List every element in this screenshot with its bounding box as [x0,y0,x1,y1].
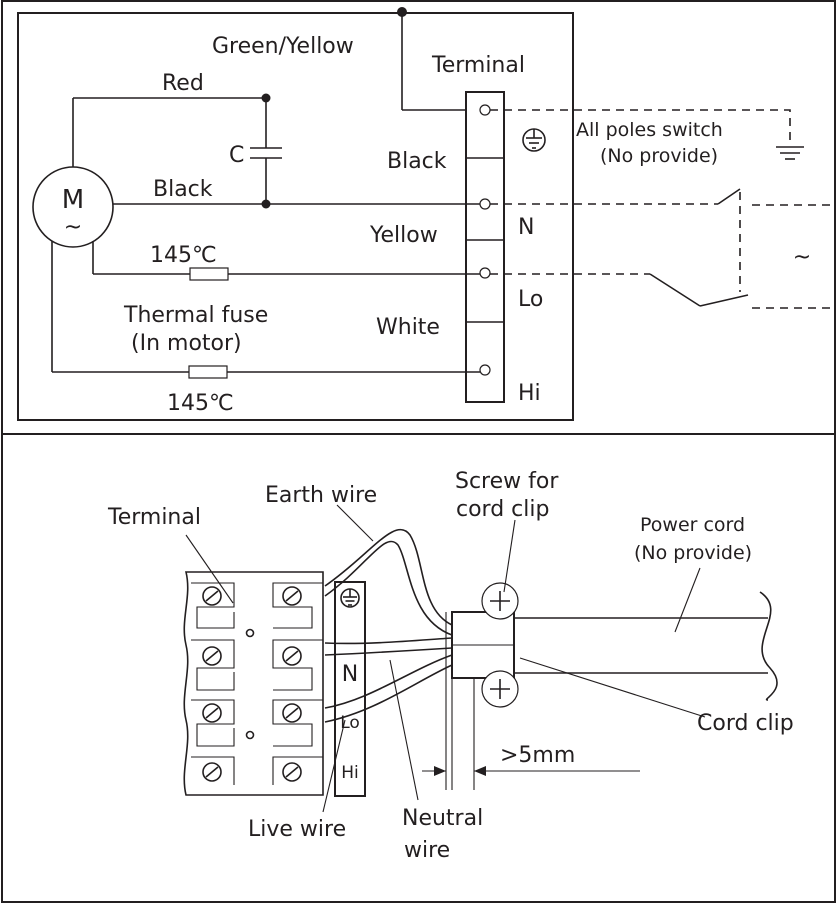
power-cord [514,591,778,701]
green-yellow-label: Green/Yellow [212,34,354,59]
earth-junction-dot [397,7,407,17]
terminal-hi-label: Hi [518,381,541,406]
terminal-screw-hi [479,364,491,376]
assembly-section: N Lo Hi [107,469,794,863]
terminal-screw-lo [479,267,491,279]
neutral-wire-sublabel: wire [404,838,450,863]
schematic-section: M ~ Green/Yellow Terminal N Lo Hi [17,7,835,421]
terminal-lo-label: Lo [518,287,543,312]
strip-earth-icon [340,588,360,608]
assembly-wires [324,528,453,723]
red-wire-label: Red [162,71,204,96]
fuse-temp-lower: 145℃ [167,391,234,416]
fuse-temp-upper: 145℃ [150,243,217,268]
screw-cord-clip-label: Screw for [455,469,559,494]
white-wire-label: White [376,315,440,340]
all-poles-switch-label: All poles switch [576,119,723,141]
terminal-screw-earth [479,104,491,116]
terminal-screw-n [479,198,491,210]
terminal-label: Terminal [431,53,525,78]
thermal-fuse-label: Thermal fuse [123,303,268,328]
terminal-pockets [191,582,323,785]
capacitor-junction-top [261,93,271,103]
strip-n-label: N [342,662,358,687]
strip-lo-label: Lo [340,713,360,733]
all-poles-switch-sublabel: (No provide) [600,145,718,167]
power-cord-label: Power cord [640,514,745,536]
black-motor-label: Black [153,177,213,202]
thermal-fuse-lower [188,365,228,379]
clip-screw-bottom-icon [481,670,519,708]
capacitor-label: C [229,143,244,168]
terminal-body-outline [183,571,324,796]
assembly-terminal-label: Terminal [107,505,201,530]
yellow-wire-label: Yellow [369,223,438,248]
neutral-wire-label: Neutral [402,806,483,831]
live-wire-label: Live wire [248,817,346,842]
thermal-fuse-upper [189,267,229,281]
cord-clip-label: Cord clip [697,711,794,736]
terminal-label-strip [334,581,366,797]
earth-symbol-icon [522,128,546,152]
screw-cord-clip-sublabel: cord clip [456,497,549,522]
all-poles-switch-symbol [649,188,749,307]
terminal-n-label: N [518,215,534,240]
clip-screw-top-icon [481,582,519,620]
strip-hi-label: Hi [341,763,359,783]
power-cord-sublabel: (No provide) [634,542,752,564]
thermal-fuse-sublabel: (In motor) [131,331,242,356]
black-terminal-label: Black [387,149,447,174]
terminal-block [465,91,505,403]
distance-dimension [422,612,640,790]
ground-symbol-icon [776,146,804,160]
schematic-frame [17,12,574,421]
distance-label: >5mm [500,743,575,768]
terminal-screws [202,586,302,782]
ac-supply-symbol: ~ [793,245,811,270]
motor-m-label: M [62,185,84,215]
leader-lines [185,504,706,813]
motor-ac-label: ~ [64,215,82,240]
earth-wire-label: Earth wire [265,483,377,508]
